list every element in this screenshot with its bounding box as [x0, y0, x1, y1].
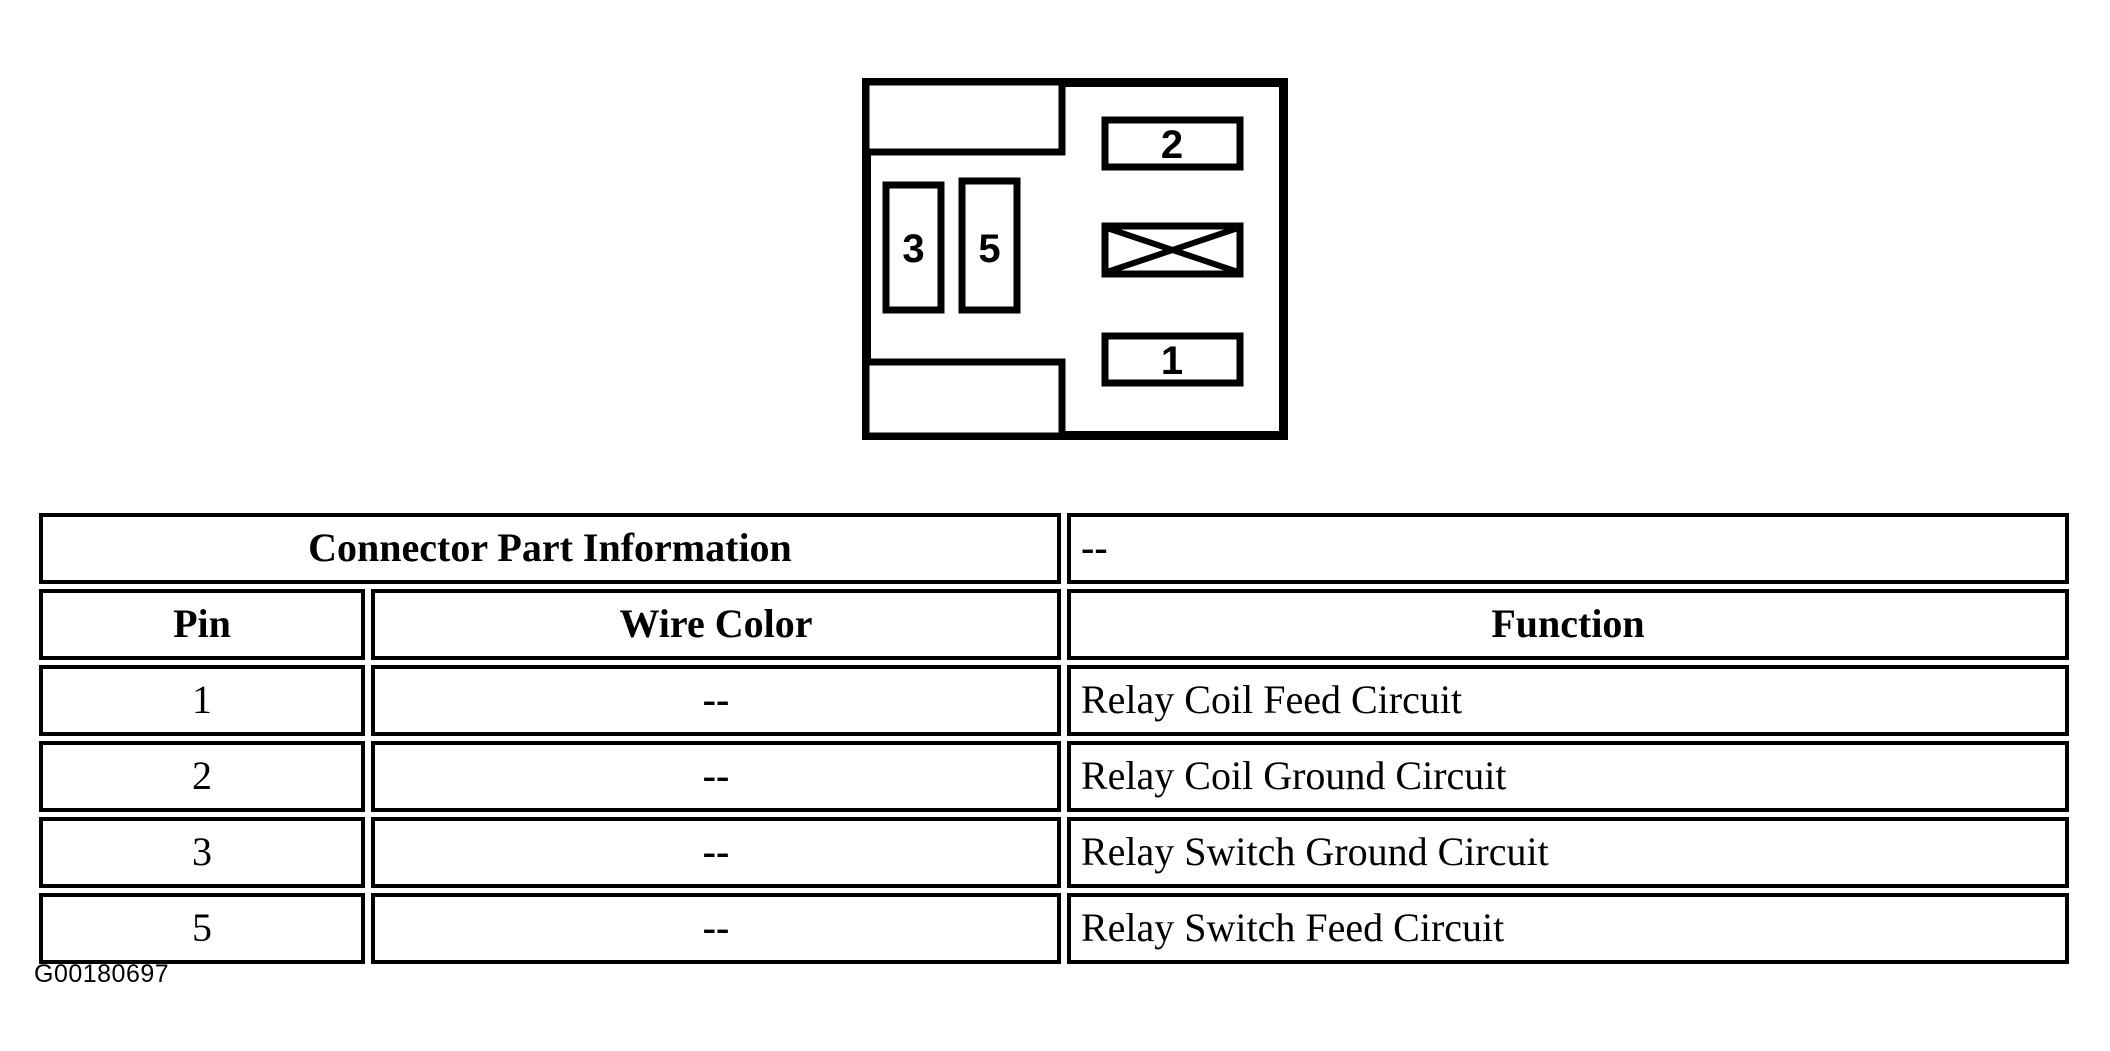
connector-part-information-value: --: [1067, 513, 2069, 584]
table-title-row: Connector Part Information --: [39, 513, 2069, 584]
blank-slot-top-left-icon: [862, 78, 1066, 156]
blank-slot-bottom-left-icon: [862, 358, 1066, 440]
cavity-2-icon: [1101, 116, 1244, 171]
figure-reference-code: G00180697: [34, 960, 170, 988]
cavity-3-icon: [882, 181, 945, 314]
column-header-wire-color: Wire Color: [371, 589, 1061, 660]
cell-function: Relay Switch Ground Circuit: [1067, 817, 2069, 888]
table-column-header-row: Pin Wire Color Function: [39, 589, 2069, 660]
connector-pinout-diagram: 3 5 2 1: [862, 78, 1288, 440]
table-row: 5 -- Relay Switch Feed Circuit: [39, 893, 2069, 964]
connector-part-information-header: Connector Part Information: [39, 513, 1061, 584]
cell-wire-color: --: [371, 665, 1061, 736]
column-header-function: Function: [1067, 589, 2069, 660]
table-row: 3 -- Relay Switch Ground Circuit: [39, 817, 2069, 888]
cell-wire-color: --: [371, 817, 1061, 888]
cell-function: Relay Switch Feed Circuit: [1067, 893, 2069, 964]
cell-pin: 5: [39, 893, 365, 964]
cell-pin: 2: [39, 741, 365, 812]
cell-function: Relay Coil Feed Circuit: [1067, 665, 2069, 736]
cavity-5-icon: [958, 177, 1021, 314]
table-row: 1 -- Relay Coil Feed Circuit: [39, 665, 2069, 736]
connector-pin-table: Connector Part Information -- Pin Wire C…: [39, 513, 2069, 969]
column-header-pin: Pin: [39, 589, 365, 660]
cavity-5-label: 5: [978, 227, 1000, 271]
cavity-2-label: 2: [1161, 123, 1183, 167]
cell-wire-color: --: [371, 893, 1061, 964]
cell-function: Relay Coil Ground Circuit: [1067, 741, 2069, 812]
blocked-cavity-x-stroke-2: [1106, 225, 1239, 275]
table-row: 2 -- Relay Coil Ground Circuit: [39, 741, 2069, 812]
cell-wire-color: --: [371, 741, 1061, 812]
cavity-1-label: 1: [1161, 339, 1183, 383]
cell-pin: 3: [39, 817, 365, 888]
cavity-3-label: 3: [902, 227, 924, 271]
cell-pin: 1: [39, 665, 365, 736]
cavity-1-icon: [1101, 332, 1244, 387]
